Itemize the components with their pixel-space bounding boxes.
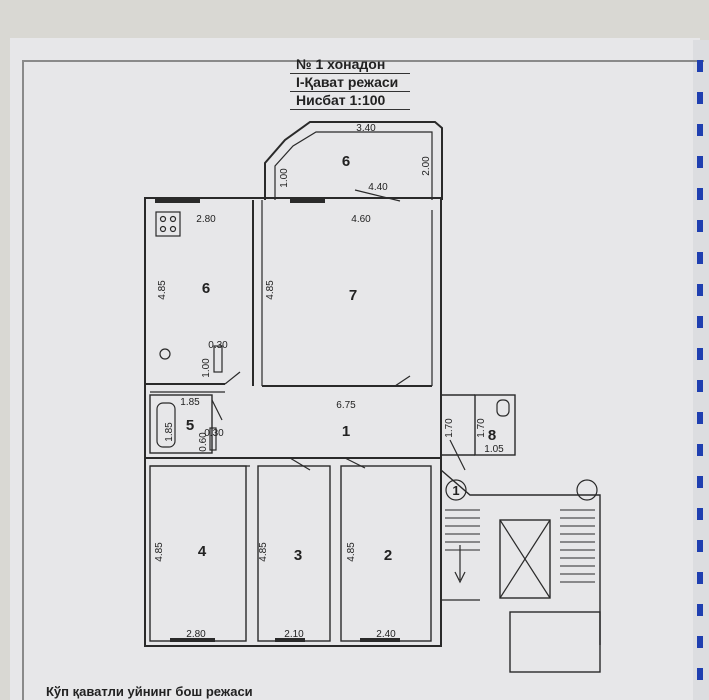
dim-1-70-room8: 1.70 [476, 418, 487, 438]
bathtub-icon [156, 402, 176, 448]
dim-1-85-vertical: 1.85 [164, 422, 175, 442]
dim-1-85: 1.85 [180, 397, 200, 408]
bath-sink-icon [209, 427, 217, 451]
room-4-label: 4 [198, 543, 207, 560]
balcony-inner-wall [274, 131, 433, 200]
axis-marker-2 [576, 479, 598, 501]
door-room7 [394, 375, 411, 387]
dim-3-40: 3.40 [356, 123, 376, 134]
title-apartment: № 1 хонадон [296, 56, 386, 72]
door-kitchen [224, 371, 241, 385]
fixtures [155, 211, 598, 501]
dim-2-40: 2.40 [376, 629, 396, 640]
room-2-label: 2 [384, 547, 392, 564]
dim-1-05: 1.05 [484, 444, 504, 455]
toilet-icon [496, 399, 510, 417]
dim-2-10: 2.10 [284, 629, 304, 640]
bath-door [211, 399, 223, 421]
dim-2-80-room4: 2.80 [186, 629, 206, 640]
room8-walls [474, 394, 516, 456]
stair-treads [445, 509, 595, 583]
elevator-shaft [499, 519, 551, 599]
dimension-labels: 3.40 2.00 1.00 4.40 2.80 4.60 4.85 4.85 … [154, 123, 504, 640]
stair-arrow-head [454, 571, 466, 584]
title-floor: I-Қават режаси [296, 74, 399, 90]
drawing-frame [22, 60, 704, 700]
dim-4-60: 4.60 [351, 214, 371, 225]
door-entry [449, 439, 466, 471]
dim-0-30-bath: 0.30 [204, 428, 224, 439]
outer-wall [144, 197, 442, 647]
axis-marker-1 [445, 479, 467, 501]
kitchen-counter-icon [213, 345, 223, 373]
binder-edge [693, 40, 709, 700]
elevator-shaft-2 [509, 611, 601, 673]
room-6-balcony-label: 6 [342, 153, 350, 170]
dim-1-00: 1.00 [279, 168, 290, 188]
door-room2 [344, 457, 366, 469]
title-underline-3 [290, 109, 410, 110]
title-underline-1 [290, 73, 410, 74]
dim-4-85-room3: 4.85 [258, 542, 269, 562]
title-scale: Нисбат 1:100 [296, 92, 386, 108]
dim-4-85-kitchen: 4.85 [157, 280, 168, 300]
door-room3 [289, 457, 311, 471]
dim-4-85-room2: 4.85 [346, 542, 357, 562]
room-5-label: 5 [186, 417, 194, 434]
room-3-label: 3 [294, 547, 302, 564]
dim-4-85-room7: 4.85 [265, 280, 276, 300]
dim-2-00: 2.00 [421, 156, 432, 176]
binder-ticks [697, 60, 703, 680]
balcony-door [354, 189, 401, 202]
room-6-label: 6 [202, 280, 210, 297]
footer-caption: Кўп қаватли уйнинг бош режаси [46, 684, 253, 699]
dim-2-80: 2.80 [196, 214, 216, 225]
balcony-wall [264, 121, 443, 200]
dim-0-30: 0.30 [208, 340, 228, 351]
dim-4-40: 4.40 [368, 182, 388, 193]
stairwell-wall [440, 469, 601, 645]
dim-6-75: 6.75 [336, 400, 356, 411]
paper-sheet [10, 38, 700, 700]
dim-0-60: 0.60 [198, 432, 209, 452]
title-underline-2 [290, 91, 410, 92]
kitchen-sink-icon [159, 348, 171, 360]
bathroom-walls [149, 394, 213, 454]
room-1-label: 1 [342, 423, 350, 440]
dim-1-70-hall: 1.70 [444, 418, 455, 438]
dim-4-85-room4: 4.85 [154, 542, 165, 562]
walls [144, 121, 601, 673]
room-labels: 6 6 7 5 1 8 4 3 2 1 [186, 153, 496, 564]
dim-1-00-kitchen: 1.00 [201, 358, 212, 378]
room-7-label: 7 [349, 287, 357, 304]
room-8-label: 8 [488, 427, 496, 444]
elevator-cross-b [499, 519, 551, 599]
axis-1-label: 1 [452, 483, 459, 498]
stove-icon [155, 211, 181, 237]
